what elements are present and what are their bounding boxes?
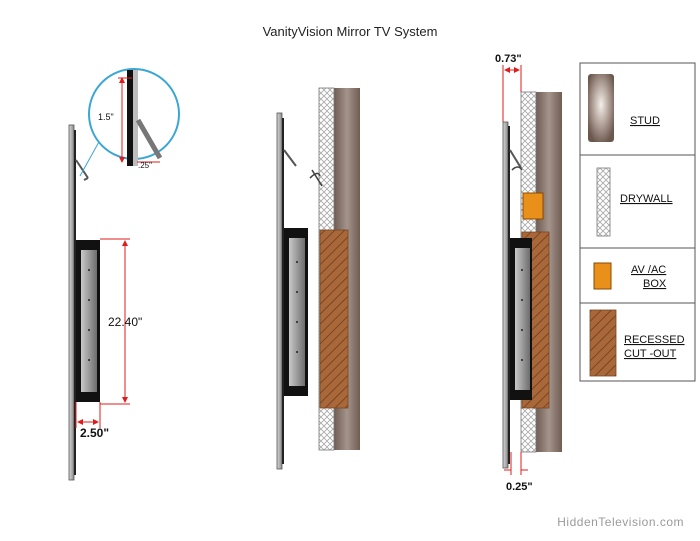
- back-plate: [508, 126, 510, 464]
- tv-panel: [515, 248, 530, 390]
- wall-cleat: [511, 166, 523, 171]
- tv-panel: [81, 250, 97, 392]
- legend-cutout-swatch: [589, 309, 617, 377]
- tv-panel: [289, 238, 305, 386]
- tv-screws: [521, 269, 523, 361]
- detail-offset-label: .25": [138, 161, 152, 170]
- mirror-glass-panel: [502, 121, 509, 469]
- watermark: HiddenTelevision.com: [557, 515, 684, 529]
- mount-height-label: 22.40": [108, 315, 142, 329]
- legend-av-box-swatch: [593, 262, 612, 290]
- detail-callout-content: [118, 70, 163, 166]
- mirror-glass-panel: [68, 124, 75, 481]
- tv-screws: [296, 261, 298, 353]
- right-wall-assembly: 0.73" 0.25": [495, 53, 562, 493]
- legend-stud-label: STUD: [630, 115, 660, 127]
- recessed-cutout-section: [319, 229, 349, 409]
- legend-av-box-label-line2: BOX: [643, 278, 667, 290]
- mount-depth-dimension: [75, 402, 101, 428]
- bottom-gap-label: 0.25": [506, 481, 533, 493]
- wall-cleat: [309, 169, 323, 187]
- tv-screws: [88, 269, 90, 361]
- legend-cutout-label-line1: RECESSED: [624, 334, 685, 346]
- legend-drywall-label: DRYWALL: [620, 193, 673, 205]
- diagram-title: VanityVision Mirror TV System: [262, 24, 438, 39]
- left-mirror-tv-assembly: 1.5" .25" 22.40" 2.50": [68, 68, 180, 481]
- back-plate: [282, 118, 284, 464]
- detail-leader-line: [79, 139, 101, 177]
- bottom-gap-dimension: [504, 452, 528, 475]
- bracket-hook: [509, 149, 522, 169]
- bracket-hook: [283, 149, 297, 167]
- middle-wall-assembly: [276, 87, 360, 470]
- mount-depth-label: 2.50": [80, 426, 109, 440]
- av-box: [522, 192, 544, 220]
- bracket-hook: [75, 159, 89, 181]
- legend-drywall-swatch: [596, 167, 611, 237]
- mirror-glass-panel: [276, 112, 283, 470]
- detail-height-label: 1.5": [98, 112, 114, 122]
- legend-cutout-label-line2: CUT -OUT: [624, 348, 677, 360]
- top-gap-label: 0.73": [495, 53, 522, 65]
- mount-height-dimension: [100, 238, 130, 405]
- legend-av-box-label-line1: AV /AC: [631, 264, 666, 276]
- legend-stud-swatch: [588, 74, 614, 142]
- back-plate: [74, 130, 76, 475]
- top-gap-dimension: [502, 65, 522, 122]
- legend: STUD DRYWALL AV /AC BOX RECESSED CUT -OU…: [579, 62, 696, 382]
